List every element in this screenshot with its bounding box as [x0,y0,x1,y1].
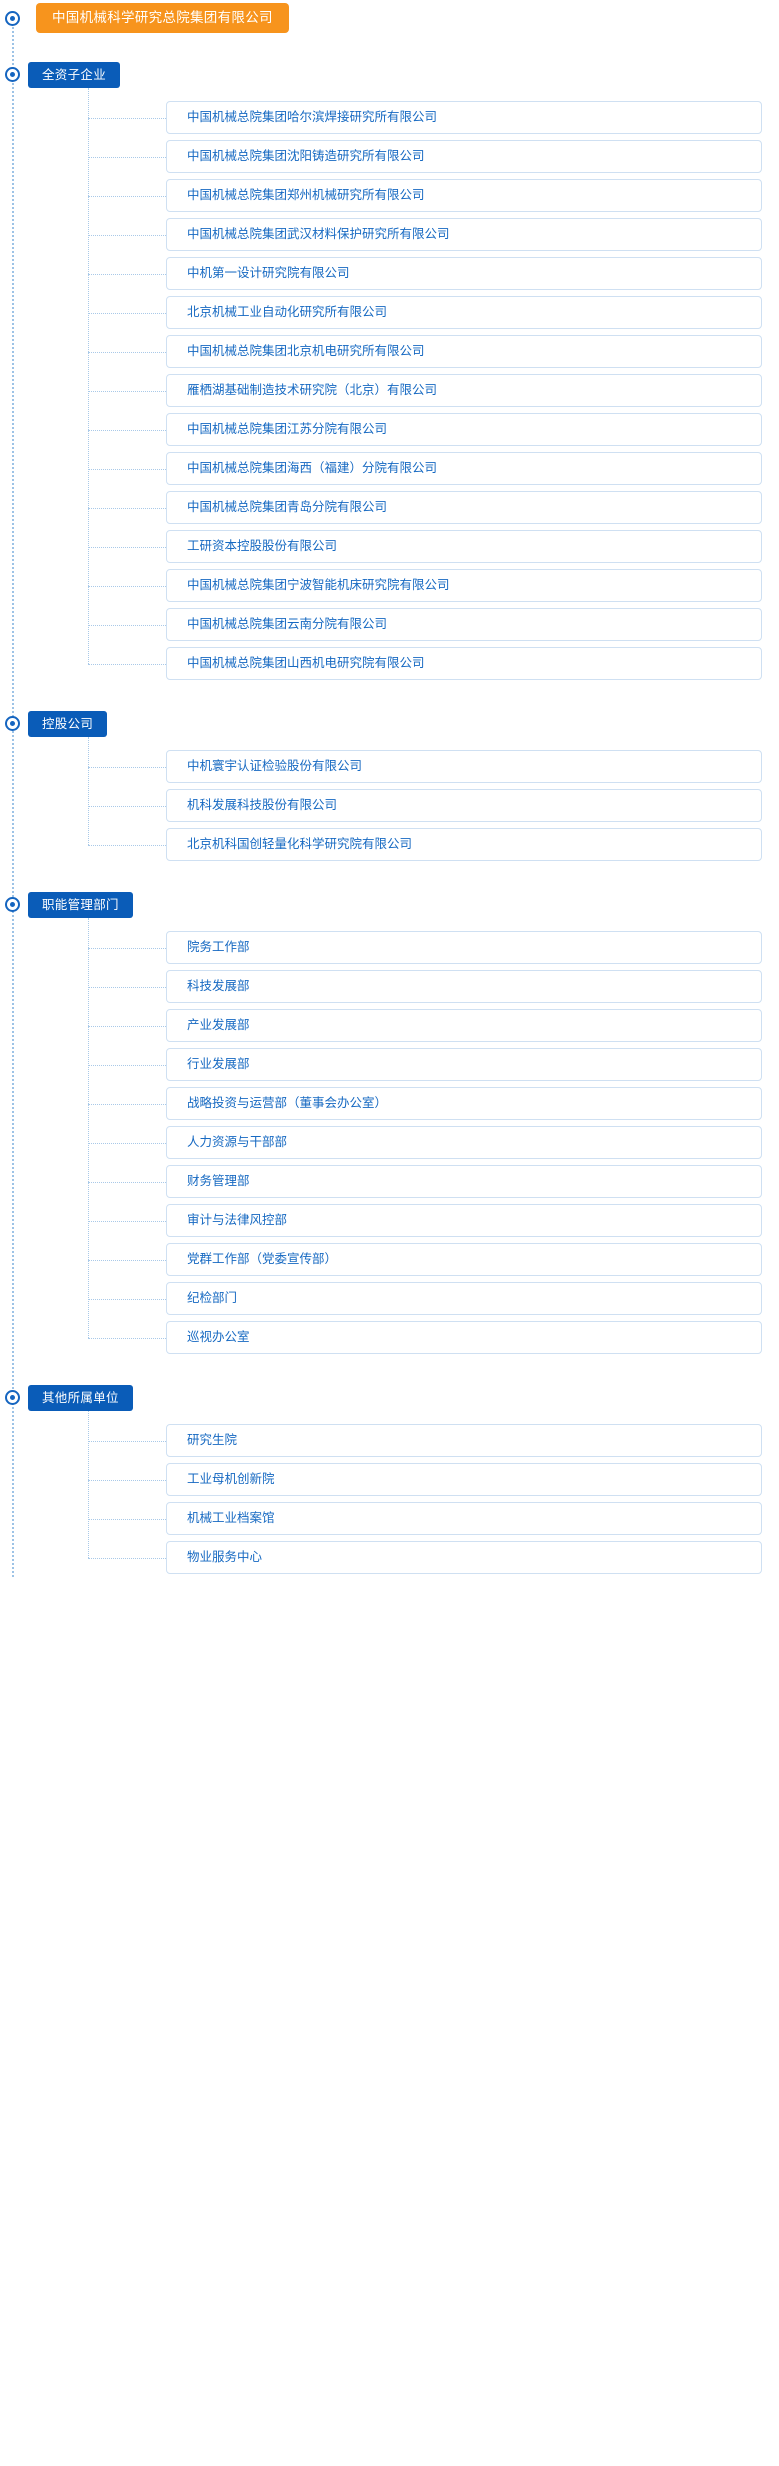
org-list-item: 中国机械总院集团北京机电研究所有限公司 [0,332,779,371]
org-list-item: 党群工作部（党委宣传部） [0,1240,779,1279]
org-list-item: 中国机械总院集团宁波智能机床研究院有限公司 [0,566,779,605]
group-item-list: 中机寰宇认证检验股份有限公司机科发展科技股份有限公司北京机科国创轻量化科学研究院… [0,737,779,864]
org-group: 其他所属单位研究生院工业母机创新院机械工业档案馆物业服务中心 [0,1385,779,1577]
group-category-badge[interactable]: 职能管理部门 [28,892,133,918]
org-list-item: 财务管理部 [0,1162,779,1201]
org-entity-card[interactable]: 机械工业档案馆 [166,1502,762,1535]
org-list-item: 中国机械总院集团江苏分院有限公司 [0,410,779,449]
org-list-item: 中国机械总院集团云南分院有限公司 [0,605,779,644]
org-list-item: 院务工作部 [0,928,779,967]
group-node-dot-icon [5,716,20,731]
org-entity-card[interactable]: 巡视办公室 [166,1321,762,1354]
org-list-item: 机科发展科技股份有限公司 [0,786,779,825]
group-category-badge[interactable]: 其他所属单位 [28,1385,133,1411]
org-entity-card[interactable]: 北京机械工业自动化研究所有限公司 [166,296,762,329]
org-entity-card[interactable]: 中机第一设计研究院有限公司 [166,257,762,290]
org-list-item: 行业发展部 [0,1045,779,1084]
org-entity-card[interactable]: 研究生院 [166,1424,762,1457]
org-list-item: 北京机械工业自动化研究所有限公司 [0,293,779,332]
group-item-list: 中国机械总院集团哈尔滨焊接研究所有限公司中国机械总院集团沈阳铸造研究所有限公司中… [0,88,779,683]
org-chart: 中国机械科学研究总院集团有限公司 全资子企业中国机械总院集团哈尔滨焊接研究所有限… [0,0,779,1577]
org-list-item: 中国机械总院集团郑州机械研究所有限公司 [0,176,779,215]
org-entity-card[interactable]: 机科发展科技股份有限公司 [166,789,762,822]
org-entity-card[interactable]: 人力资源与干部部 [166,1126,762,1159]
org-entity-card[interactable]: 工研资本控股股份有限公司 [166,530,762,563]
org-list-item: 中国机械总院集团武汉材料保护研究所有限公司 [0,215,779,254]
org-list-item: 战略投资与运营部（董事会办公室） [0,1084,779,1123]
org-list-item: 中国机械总院集团哈尔滨焊接研究所有限公司 [0,98,779,137]
group-header: 职能管理部门 [0,892,779,918]
org-list-item: 研究生院 [0,1421,779,1460]
org-group: 控股公司中机寰宇认证检验股份有限公司机科发展科技股份有限公司北京机科国创轻量化科… [0,711,779,864]
org-entity-card[interactable]: 中国机械总院集团山西机电研究院有限公司 [166,647,762,680]
org-entity-card[interactable]: 雁栖湖基础制造技术研究院（北京）有限公司 [166,374,762,407]
group-category-badge[interactable]: 控股公司 [28,711,108,737]
org-entity-card[interactable]: 物业服务中心 [166,1541,762,1574]
org-list-item: 工业母机创新院 [0,1460,779,1499]
root-node-dot-icon [5,11,20,26]
root-company-badge[interactable]: 中国机械科学研究总院集团有限公司 [36,3,289,33]
group-node-dot-icon [5,1390,20,1405]
root-node-row: 中国机械科学研究总院集团有限公司 [0,0,779,34]
group-header: 全资子企业 [0,62,779,88]
org-entity-card[interactable]: 工业母机创新院 [166,1463,762,1496]
org-entity-card[interactable]: 中国机械总院集团云南分院有限公司 [166,608,762,641]
org-list-item: 中机第一设计研究院有限公司 [0,254,779,293]
org-entity-card[interactable]: 中国机械总院集团沈阳铸造研究所有限公司 [166,140,762,173]
org-list-item: 中国机械总院集团山西机电研究院有限公司 [0,644,779,683]
org-list-item: 纪检部门 [0,1279,779,1318]
group-item-list: 研究生院工业母机创新院机械工业档案馆物业服务中心 [0,1411,779,1577]
org-list-item: 中国机械总院集团海西（福建）分院有限公司 [0,449,779,488]
root-spine-connector [12,22,14,1577]
org-list-item: 中机寰宇认证检验股份有限公司 [0,747,779,786]
org-entity-card[interactable]: 财务管理部 [166,1165,762,1198]
group-header: 其他所属单位 [0,1385,779,1411]
org-list-item: 雁栖湖基础制造技术研究院（北京）有限公司 [0,371,779,410]
org-group: 职能管理部门院务工作部科技发展部产业发展部行业发展部战略投资与运营部（董事会办公… [0,892,779,1357]
org-group: 全资子企业中国机械总院集团哈尔滨焊接研究所有限公司中国机械总院集团沈阳铸造研究所… [0,62,779,683]
org-list-item: 产业发展部 [0,1006,779,1045]
org-list-item: 巡视办公室 [0,1318,779,1357]
org-entity-card[interactable]: 党群工作部（党委宣传部） [166,1243,762,1276]
group-header: 控股公司 [0,711,779,737]
org-entity-card[interactable]: 院务工作部 [166,931,762,964]
org-entity-card[interactable]: 北京机科国创轻量化科学研究院有限公司 [166,828,762,861]
org-list-item: 科技发展部 [0,967,779,1006]
org-list-item: 工研资本控股股份有限公司 [0,527,779,566]
org-list-item: 机械工业档案馆 [0,1499,779,1538]
org-entity-card[interactable]: 中国机械总院集团北京机电研究所有限公司 [166,335,762,368]
org-list-item: 中国机械总院集团青岛分院有限公司 [0,488,779,527]
org-entity-card[interactable]: 中国机械总院集团郑州机械研究所有限公司 [166,179,762,212]
org-entity-card[interactable]: 科技发展部 [166,970,762,1003]
org-entity-card[interactable]: 产业发展部 [166,1009,762,1042]
org-entity-card[interactable]: 行业发展部 [166,1048,762,1081]
org-entity-card[interactable]: 中国机械总院集团宁波智能机床研究院有限公司 [166,569,762,602]
org-entity-card[interactable]: 中机寰宇认证检验股份有限公司 [166,750,762,783]
org-entity-card[interactable]: 中国机械总院集团江苏分院有限公司 [166,413,762,446]
org-entity-card[interactable]: 战略投资与运营部（董事会办公室） [166,1087,762,1120]
org-entity-card[interactable]: 中国机械总院集团青岛分院有限公司 [166,491,762,524]
group-node-dot-icon [5,897,20,912]
group-category-badge[interactable]: 全资子企业 [28,62,121,88]
org-entity-card[interactable]: 纪检部门 [166,1282,762,1315]
groups-container: 全资子企业中国机械总院集团哈尔滨焊接研究所有限公司中国机械总院集团沈阳铸造研究所… [0,62,779,1577]
group-item-list: 院务工作部科技发展部产业发展部行业发展部战略投资与运营部（董事会办公室） 人力资源… [0,918,779,1357]
org-list-item: 中国机械总院集团沈阳铸造研究所有限公司 [0,137,779,176]
group-node-dot-icon [5,67,20,82]
org-entity-card[interactable]: 中国机械总院集团海西（福建）分院有限公司 [166,452,762,485]
org-list-item: 人力资源与干部部 [0,1123,779,1162]
org-entity-card[interactable]: 中国机械总院集团武汉材料保护研究所有限公司 [166,218,762,251]
org-entity-card[interactable]: 中国机械总院集团哈尔滨焊接研究所有限公司 [166,101,762,134]
org-list-item: 审计与法律风控部 [0,1201,779,1240]
org-list-item: 北京机科国创轻量化科学研究院有限公司 [0,825,779,864]
org-list-item: 物业服务中心 [0,1538,779,1577]
org-entity-card[interactable]: 审计与法律风控部 [166,1204,762,1237]
